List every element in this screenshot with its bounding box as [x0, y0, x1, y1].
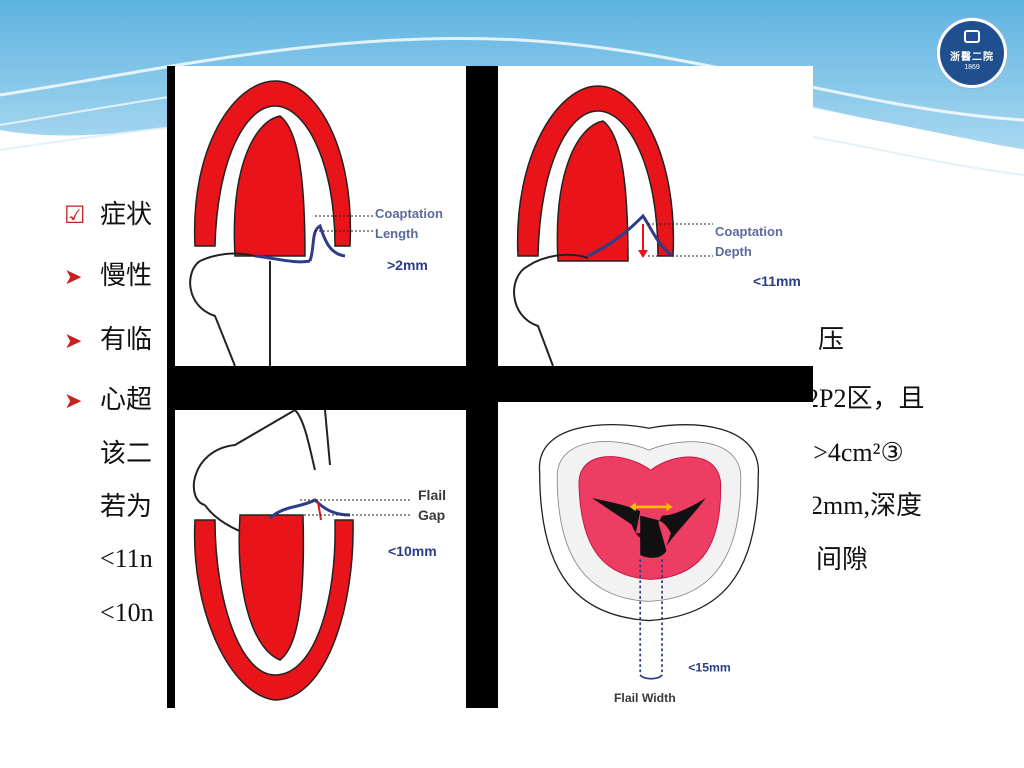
- text-fragment: <11n: [100, 544, 153, 573]
- bullet-text: 有临: [100, 324, 153, 354]
- logo-emblem-icon: [964, 30, 980, 43]
- heart-diagram-length: Coaptation Length >2mm: [189, 80, 443, 366]
- panel-coaptation-depth: Coaptation Depth <11mm: [498, 66, 813, 366]
- text-fragment: 若为: [100, 491, 153, 521]
- label-length: Length: [375, 226, 418, 241]
- text-fragment: l>4cm²③: [806, 438, 904, 467]
- bullet-echo: ➤ 心超: [64, 382, 152, 418]
- arrow-bullet-icon: ➤: [64, 328, 83, 353]
- logo-year: 1869: [964, 64, 980, 71]
- label-flail-width: Flail Width: [614, 691, 676, 705]
- heart-diagram-depth: Coaptation Depth <11mm: [513, 85, 801, 366]
- arrow-bullet-icon: ➤: [64, 264, 83, 289]
- label-gap: Gap: [418, 507, 445, 523]
- bullet-text: 心超: [100, 384, 153, 414]
- label-depth: Depth: [715, 244, 752, 259]
- bullet-text: 慢性: [100, 260, 153, 290]
- value-gap-threshold: <10mm: [388, 543, 437, 559]
- text-fragment: 该二: [100, 438, 153, 468]
- label-coaptation: Coaptation: [715, 224, 783, 239]
- bullet-chronic: ➤ 慢性: [64, 258, 152, 294]
- panel-flail-gap: Flail Gap <10mm: [175, 410, 466, 708]
- value-depth-threshold: <11mm: [753, 273, 801, 289]
- bullet-clinical: ➤ 有临: [64, 322, 152, 358]
- value-width-threshold: <15mm: [688, 660, 731, 674]
- text-fragment: 间隙: [816, 544, 869, 574]
- logo-name: 浙醫二院: [950, 52, 994, 63]
- label-flail: Flail: [418, 487, 446, 503]
- valve-short-axis-diagram: <15mm Flail Width: [538, 423, 759, 705]
- text-fragment: <10n: [100, 598, 154, 627]
- heart-diagram-gap: Flail Gap <10mm: [192, 410, 446, 701]
- mitral-valve-figure: Coaptation Length >2mm Coaptation Depth …: [167, 66, 813, 708]
- bullet-symptoms: ☑ 症状: [64, 197, 152, 233]
- panel-flail-width: <15mm Flail Width: [498, 402, 813, 708]
- text-fragment: 压: [818, 324, 845, 354]
- checkbox-icon: ☑: [64, 202, 86, 229]
- arrow-bullet-icon: ➤: [64, 388, 83, 413]
- hospital-logo: 浙醫二院 1869: [937, 18, 1007, 88]
- text-fragment: 2P2区，且: [806, 384, 925, 413]
- value-length-threshold: >2mm: [387, 257, 428, 273]
- label-coaptation: Coaptation: [375, 206, 443, 221]
- text-fragment: 2mm,深度: [810, 491, 922, 520]
- bullet-text: 症状: [100, 199, 153, 229]
- panel-coaptation-length: Coaptation Length >2mm: [175, 66, 466, 366]
